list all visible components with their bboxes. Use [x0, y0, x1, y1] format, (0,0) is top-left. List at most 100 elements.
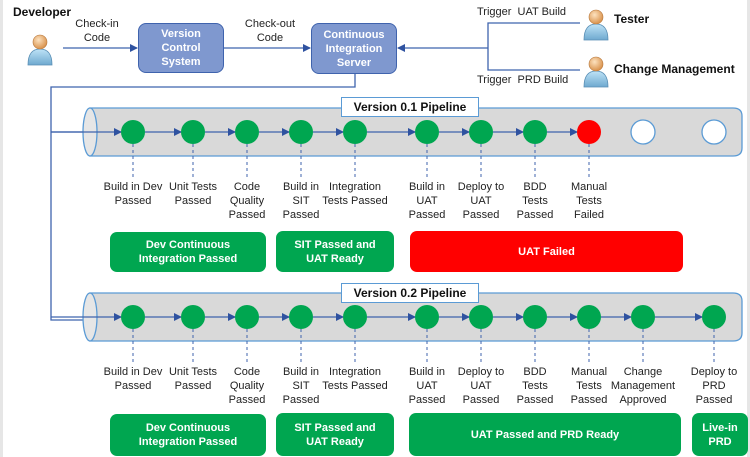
tester-avatar-icon: [583, 9, 609, 41]
vcs-line1: Version: [161, 28, 201, 40]
step-node-passed[interactable]: [235, 305, 259, 329]
step-node-passed[interactable]: [289, 120, 313, 144]
step-label-line: Deploy to: [457, 366, 505, 378]
pipeline-1: [51, 107, 743, 177]
step-label-line: Build in Dev: [103, 366, 163, 378]
step-node-passed[interactable]: [343, 120, 367, 144]
step-node-passed[interactable]: [415, 120, 439, 144]
step-label-line: Passed: [462, 209, 500, 221]
change-management-avatar-icon: [583, 56, 609, 88]
pipeline-2-title: Version 0.2 Pipeline: [341, 283, 479, 303]
step-node-passed[interactable]: [121, 120, 145, 144]
step-node-passed[interactable]: [469, 305, 493, 329]
step-label-line: Passed: [570, 394, 608, 406]
pipeline-2: [51, 292, 743, 362]
step-node-passed[interactable]: [121, 305, 145, 329]
trigger-uat-line: [487, 22, 580, 48]
stage-status-passed: UAT Passed and PRD Ready: [409, 413, 681, 456]
step-node-passed[interactable]: [235, 120, 259, 144]
step-label-line: Build in: [408, 366, 446, 378]
step-label-line: Change: [623, 366, 663, 378]
step-label-line: Integration: [329, 181, 381, 193]
step-node-pending[interactable]: [701, 119, 727, 145]
step-node-passed[interactable]: [181, 120, 205, 144]
ci-line1: Continuous: [323, 28, 385, 41]
version-control-system-box: Version Control System: [138, 23, 224, 73]
step-label-line: Passed: [174, 380, 212, 392]
step-label-line: Passed: [462, 394, 500, 406]
step-label-line: Unit Tests: [168, 181, 218, 193]
stage-status-text: UAT Passed and PRD Ready: [470, 428, 620, 441]
step-label-line: Deploy to: [690, 366, 738, 378]
stage-status-text: Live-in: [702, 421, 738, 434]
step-label-line: UAT: [416, 195, 438, 207]
step-label-line: Passed: [695, 394, 733, 406]
step-label-line: Code: [233, 181, 261, 193]
ci-server-box: Continuous Integration Server: [311, 23, 397, 74]
checkin-label-line1: Check-in: [75, 18, 119, 30]
step-label-line: SIT: [292, 380, 310, 392]
pipeline-1-title: Version 0.1 Pipeline: [341, 97, 479, 117]
step-label-line: UAT: [470, 195, 492, 207]
checkout-label: Check-out Code: [240, 18, 300, 45]
step-node-passed[interactable]: [415, 305, 439, 329]
step-label-line: Quality: [229, 380, 265, 392]
step-node-passed[interactable]: [523, 120, 547, 144]
trigger-prd-line: [487, 48, 580, 71]
step-label-line: Passed: [516, 209, 554, 221]
step-label-line: Passed: [408, 209, 446, 221]
checkin-label-line2: Code: [83, 31, 111, 44]
step-node-passed[interactable]: [343, 305, 367, 329]
step-node-passed[interactable]: [289, 305, 313, 329]
step-label-line: Unit Tests: [168, 366, 218, 378]
step-label-line: Tests: [522, 380, 548, 392]
step-node-pending[interactable]: [630, 119, 656, 145]
step-label-line: Build in: [282, 181, 320, 193]
step-label-line: Passed: [114, 380, 152, 392]
step-node-passed[interactable]: [181, 305, 205, 329]
step-label-line: Tests: [576, 380, 602, 392]
checkout-label-line1: Check-out: [244, 18, 296, 30]
step-node-passed[interactable]: [469, 120, 493, 144]
checkin-label: Check-in Code: [72, 18, 122, 45]
vcs-line2: Control: [161, 42, 201, 54]
step-label-line: Passed: [174, 195, 212, 207]
step-node-passed[interactable]: [631, 305, 655, 329]
stage-status-text: UAT Failed: [518, 245, 575, 258]
step-label-line: Build in: [408, 181, 446, 193]
step-node-passed[interactable]: [702, 305, 726, 329]
step-label-line: Tests Passed: [322, 195, 388, 207]
step-label-line: Passed: [516, 394, 554, 406]
step-node-passed[interactable]: [577, 305, 601, 329]
ci-line2: Integration: [325, 42, 383, 55]
frame-edge-left: [0, 0, 3, 457]
stage-status-text: Integration Passed: [138, 253, 238, 265]
stage-status-text: UAT Ready: [306, 252, 364, 265]
step-label-line: Failed: [574, 209, 604, 221]
ci-line3: Server: [336, 56, 372, 69]
step-label: Build in UAT Passed: [392, 180, 462, 222]
stage-status-text: Dev Continuous: [145, 422, 231, 434]
step-label-line: Code: [233, 366, 261, 378]
step-node-failed[interactable]: [577, 120, 601, 144]
ci-feed-line: [50, 74, 356, 321]
developer-label: Developer: [13, 5, 72, 19]
change-management-label: Change Management: [614, 62, 735, 76]
step-node-passed[interactable]: [523, 305, 547, 329]
trigger-uat-label: Trigger UAT Build: [477, 6, 567, 18]
stage-status-text: SIT Passed and: [294, 421, 376, 434]
